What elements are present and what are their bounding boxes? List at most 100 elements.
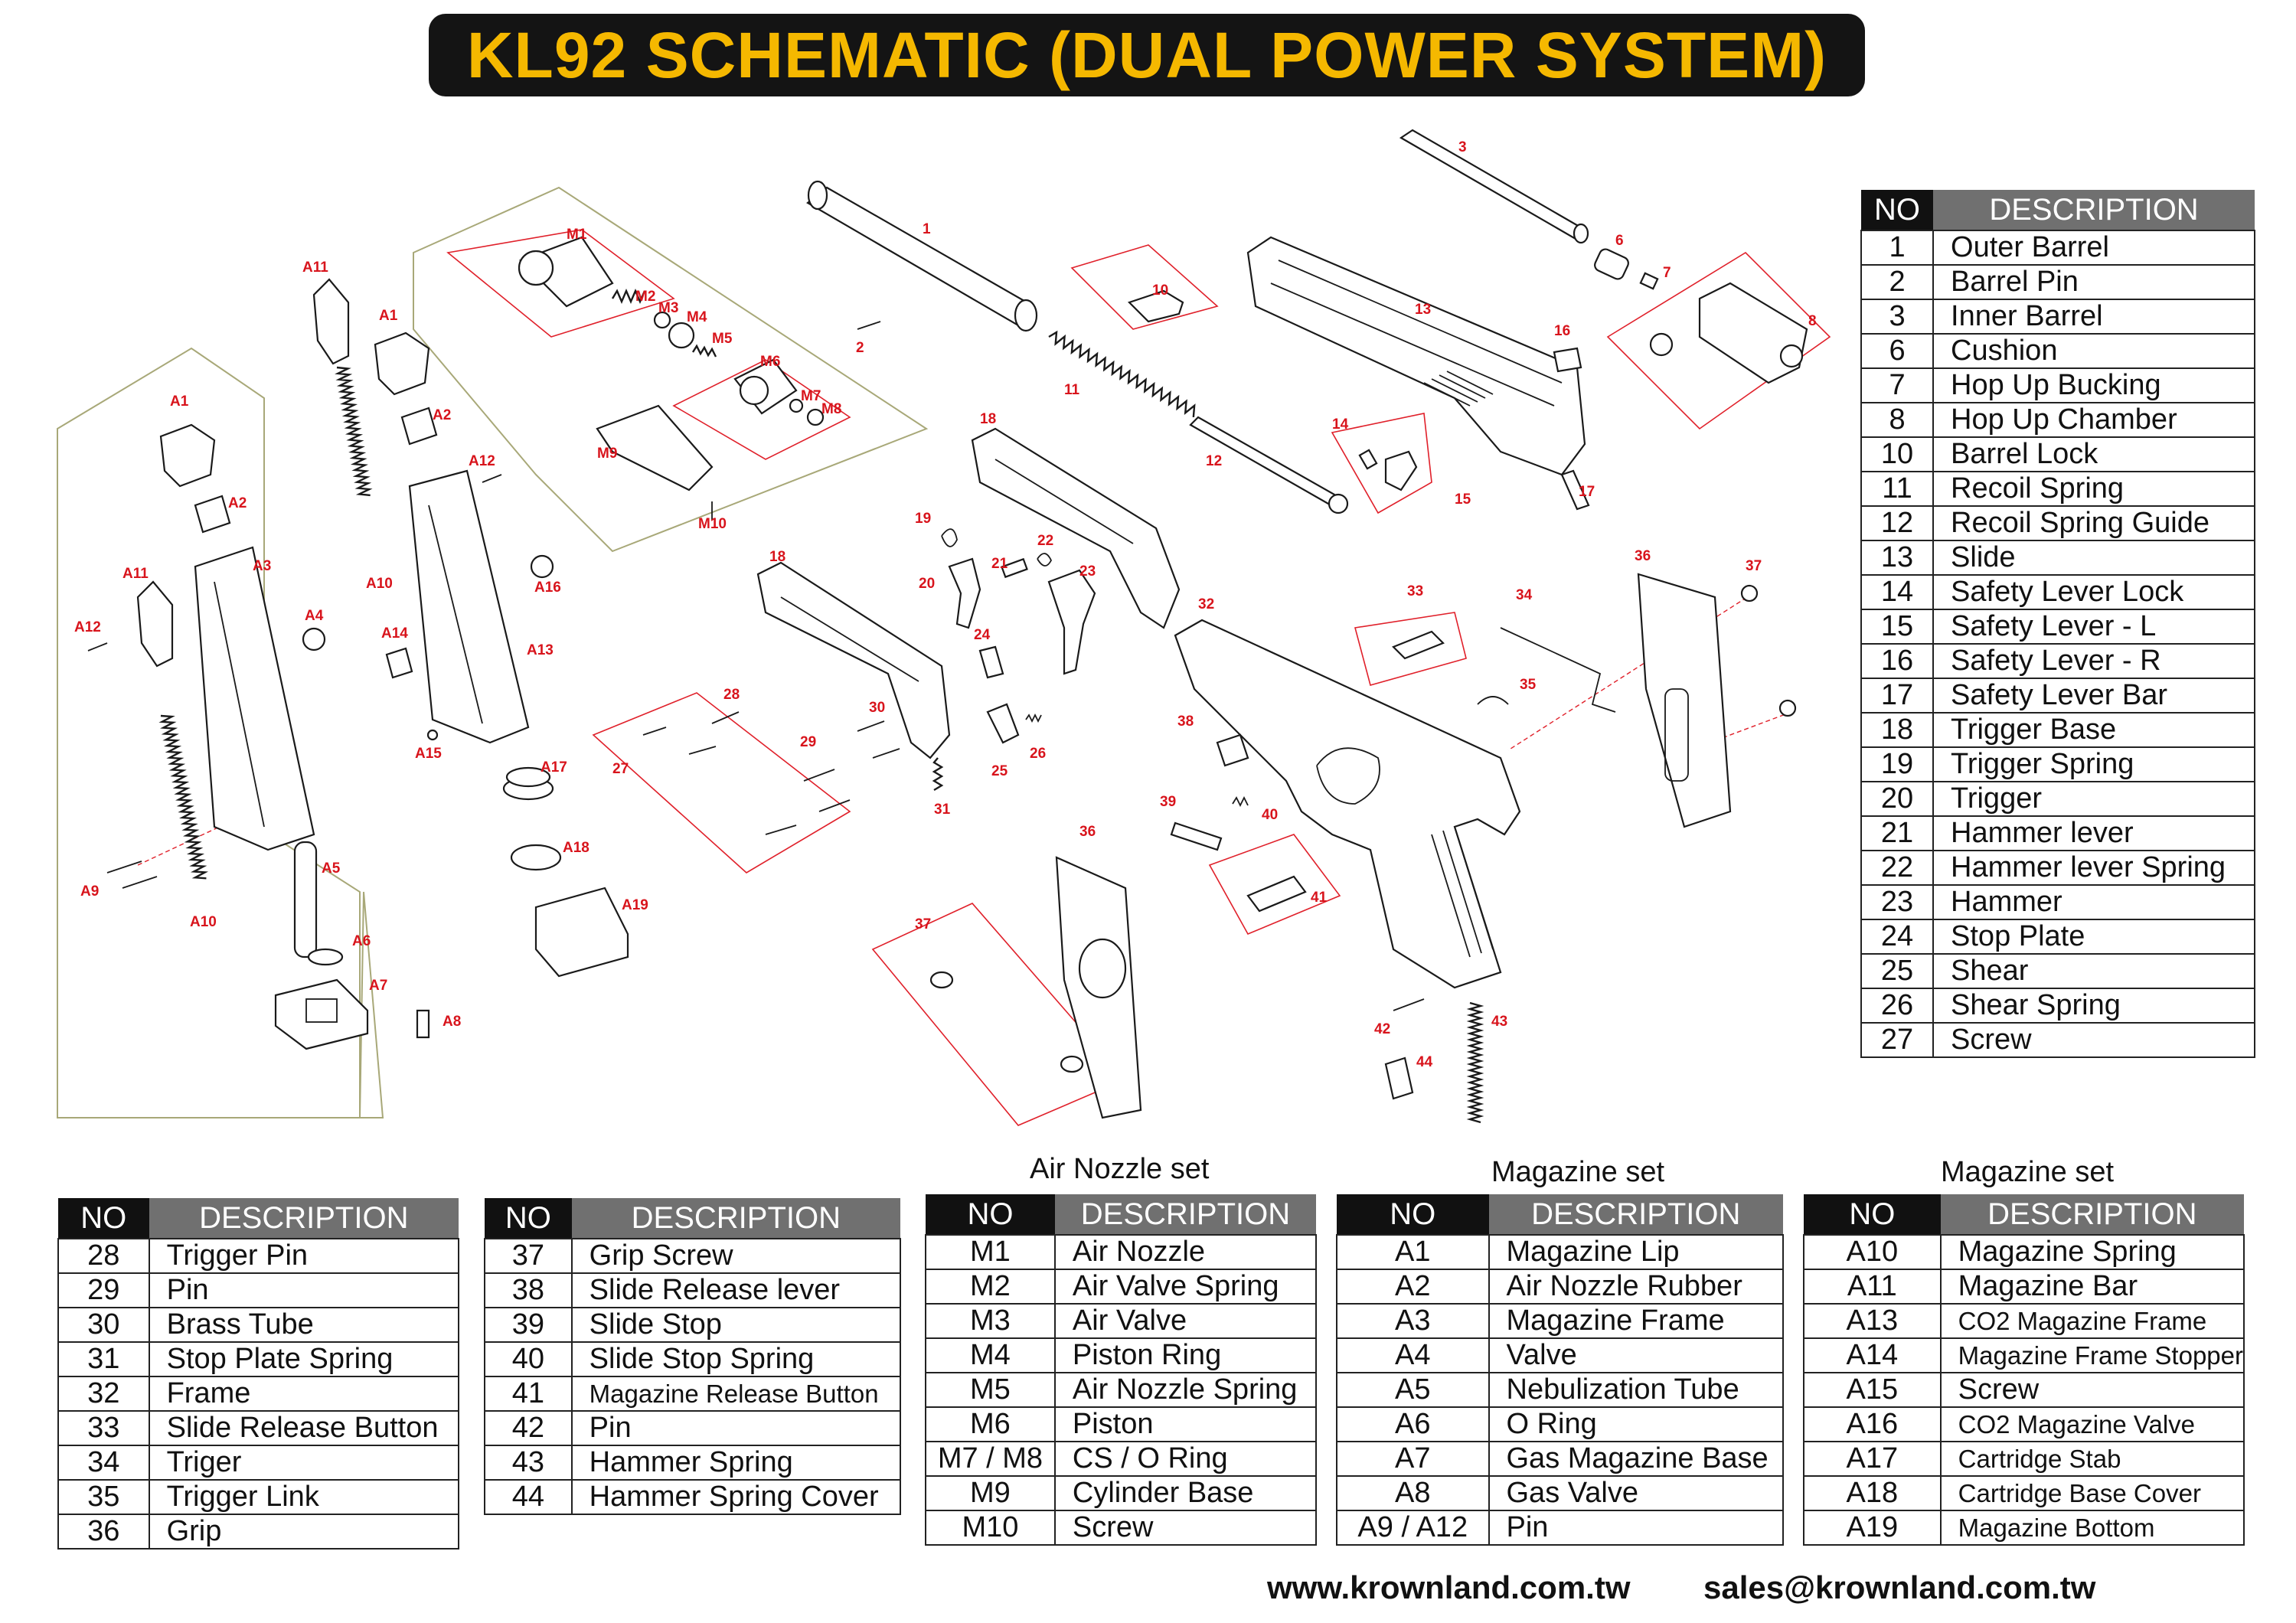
part-description: Piston Ring [1053, 1337, 1318, 1373]
callout-a16: A16 [534, 580, 561, 596]
part-description: Grip [148, 1514, 460, 1550]
part-description: Trigger [1932, 781, 2255, 817]
part-description: Barrel Lock [1932, 436, 2255, 472]
barrel-lock [1127, 289, 1184, 323]
part-description: Brass Tube [148, 1307, 460, 1343]
callout-22: 22 [1037, 533, 1053, 549]
gas-magazine-base [274, 978, 369, 1050]
callout-8: 8 [1808, 313, 1817, 329]
callout-11: 11 [1064, 382, 1080, 398]
callout-a10: A10 [190, 914, 217, 930]
co2-magazine-frame [408, 469, 530, 744]
part-description: Shear Spring [1932, 988, 2255, 1024]
callout-21: 21 [991, 556, 1008, 572]
part-description: Hammer lever [1932, 815, 2255, 851]
part-number: A10 [1803, 1234, 1942, 1270]
part-number: A2 [1336, 1269, 1490, 1305]
part-description: Magazine Lip [1488, 1234, 1784, 1270]
screw-a15 [426, 729, 439, 741]
callout-m9: M9 [597, 446, 617, 462]
gas-valve [416, 1009, 430, 1039]
co2-magazine-valve [530, 554, 554, 579]
header-no: NO [485, 1198, 572, 1239]
slide [1246, 236, 1586, 476]
part-number: 34 [57, 1445, 150, 1481]
part-number: A4 [1336, 1337, 1490, 1373]
slide-release-lever [1216, 733, 1249, 767]
pin-a9 [106, 860, 142, 874]
part-description: Stop Plate Spring [148, 1341, 460, 1377]
part-number: 6 [1860, 333, 1935, 369]
magazine-set-title: Magazine set [1491, 1156, 1665, 1188]
part-number: A15 [1803, 1372, 1942, 1408]
callout-40: 40 [1262, 807, 1278, 823]
part-description: Magazine Bottom [1939, 1510, 2245, 1546]
part-description: Trigger Link [148, 1479, 460, 1515]
part-description: Air Valve [1053, 1303, 1318, 1339]
part-description: CS / O Ring [1053, 1441, 1318, 1477]
header-no: NO [1337, 1194, 1489, 1235]
part-number: 41 [484, 1376, 573, 1412]
callout-18-lower: 18 [769, 549, 785, 565]
safety-lever-bar [1560, 469, 1590, 511]
cartridge-base-cover [510, 844, 562, 871]
website-link[interactable]: www.krownland.com.tw [1267, 1569, 1631, 1605]
slide-release-button [1392, 630, 1445, 660]
callout-m2: M2 [635, 289, 655, 305]
grip-right [1637, 573, 1732, 828]
part-description: Outer Barrel [1932, 230, 2255, 266]
part-number: A13 [1803, 1303, 1942, 1339]
part-number: 33 [57, 1410, 150, 1446]
grip-screw-2 [1778, 699, 1797, 717]
part-description: CO2 Magazine Frame [1939, 1303, 2245, 1339]
safety-lock-callout-box [1331, 413, 1432, 514]
callout-24: 24 [974, 627, 991, 643]
part-number: A1 [1336, 1234, 1490, 1270]
part-number: 8 [1860, 402, 1935, 438]
part-description: Safety Lever Bar [1932, 678, 2255, 714]
callout-37: 37 [1746, 558, 1762, 574]
part-number: M5 [925, 1372, 1056, 1408]
trigger-spring [941, 528, 958, 547]
part-number: 31 [57, 1341, 150, 1377]
callout-a2-2: A2 [433, 407, 451, 423]
header-no: NO [1804, 1194, 1941, 1235]
part-number: A3 [1336, 1303, 1490, 1339]
air-nozzle-set-title: Air Nozzle set [1030, 1153, 1210, 1185]
header-description: DESCRIPTION [149, 1198, 459, 1239]
callout-37-left: 37 [915, 916, 931, 932]
part-description: Slide [1932, 540, 2255, 576]
callout-a18: A18 [563, 840, 590, 856]
safety-lever-lock [1358, 449, 1378, 470]
part-description: Hammer Spring Cover [570, 1479, 902, 1515]
hammer-lever [1001, 557, 1028, 579]
email-link[interactable]: sales@krownland.com.tw [1703, 1569, 2096, 1605]
part-number: 7 [1860, 367, 1935, 403]
callout-a19: A19 [622, 897, 648, 913]
part-description: Hop Up Chamber [1932, 402, 2255, 438]
magazine-spring [158, 714, 209, 880]
part-description: Magazine Frame [1488, 1303, 1784, 1339]
callout-43: 43 [1491, 1014, 1507, 1030]
